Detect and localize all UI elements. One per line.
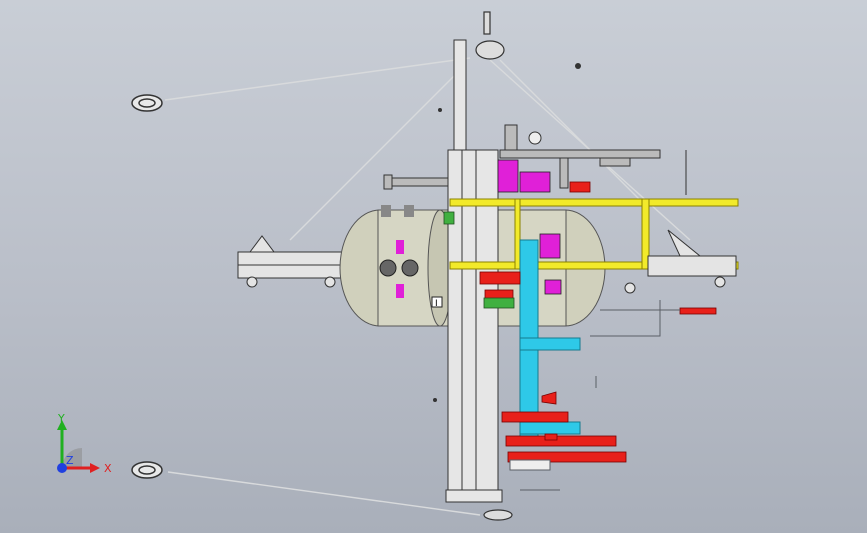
cyan-piping [519, 239, 581, 441]
misc-linework [509, 300, 680, 491]
green-components [443, 211, 515, 309]
lifting-eye-top-left [131, 94, 163, 112]
lifting-mast [445, 39, 503, 503]
bolt-dot [438, 108, 442, 112]
x-axis-label: X [104, 462, 112, 475]
red-components [479, 181, 717, 463]
axis-triad: Y X Z [57, 412, 112, 475]
piping-top [383, 124, 687, 195]
magenta-components [497, 159, 562, 295]
skid-beam-right [624, 229, 737, 294]
y-axis-label: Y [57, 412, 65, 425]
tank-marker-label: I [435, 299, 438, 309]
z-axis-dot [57, 463, 67, 473]
bolt-dot [575, 63, 581, 69]
z-axis-label: Z [66, 454, 74, 467]
bolt-dot [433, 398, 437, 402]
shackle-top [475, 11, 505, 60]
skid-beam-left [237, 235, 351, 288]
shackle-bottom [483, 509, 513, 521]
yellow-frame [449, 198, 739, 270]
lifting-eye-bottom-left [131, 461, 163, 479]
